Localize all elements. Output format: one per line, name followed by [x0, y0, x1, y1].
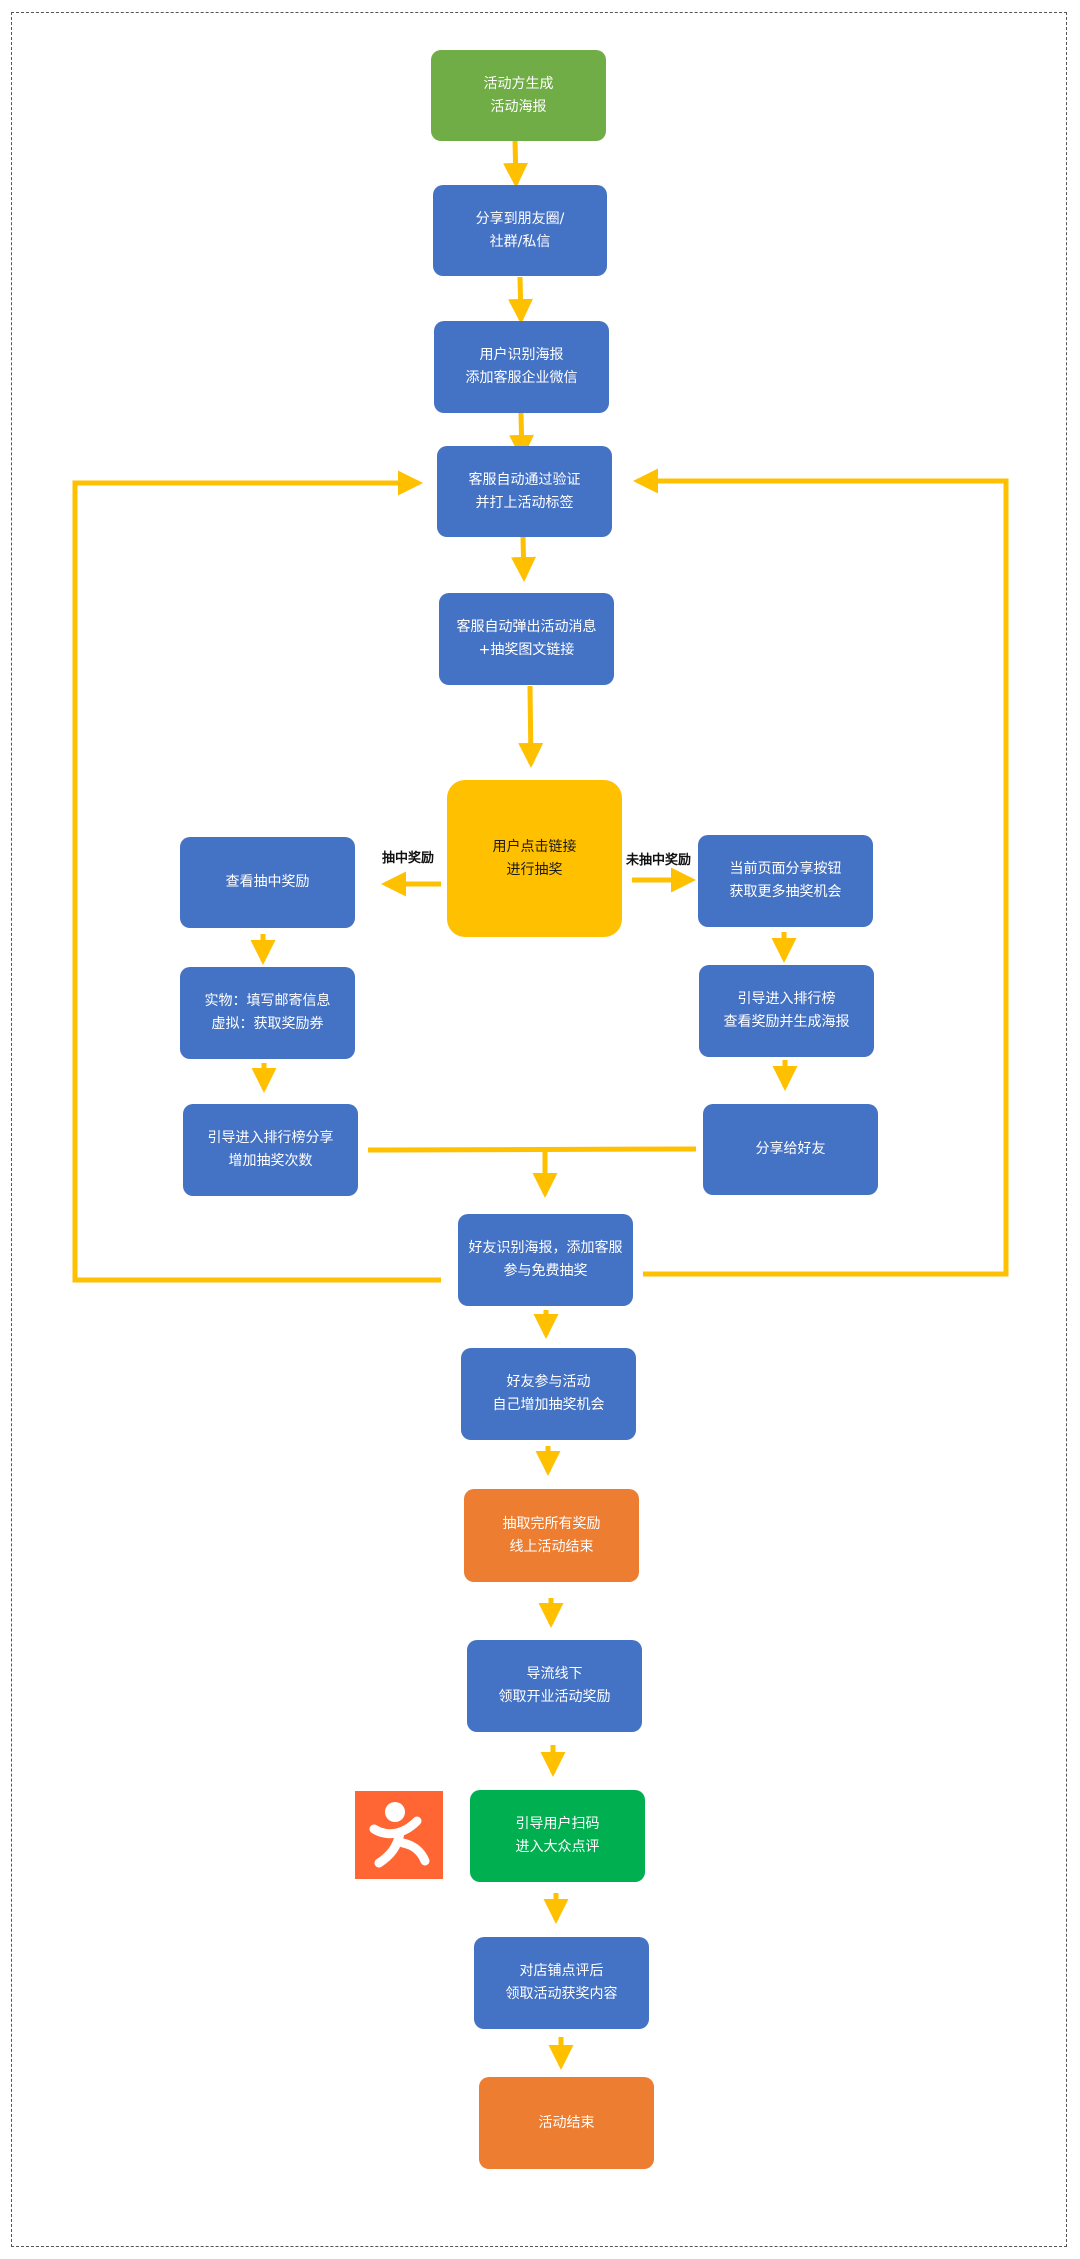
loop-right	[632, 468, 1009, 1277]
node-text: 领取活动获奖内容	[505, 1986, 618, 2002]
node-online-end: 抽取完所有奖励 线上活动结束	[464, 1489, 639, 1582]
node-end: 活动结束	[479, 2077, 654, 2169]
label-lose: 未抽中奖励	[626, 853, 692, 868]
node-text: 获取更多抽奖机会	[729, 884, 842, 900]
node-text: 客服自动通过验证	[468, 471, 581, 488]
node-share-btn: 当前页面分享按钮 获取更多抽奖机会	[698, 835, 873, 927]
node-text: 当前页面分享按钮	[729, 861, 842, 877]
node-text: 查看奖励并生成海报	[723, 1014, 850, 1030]
node-view-prize: 查看抽中奖励	[180, 837, 355, 928]
node-text: 参与免费抽奖	[503, 1263, 588, 1279]
node-text: 社群/私信	[489, 233, 551, 250]
node-text: 客服自动弹出活动消息	[456, 619, 597, 635]
node-claim: 实物：填写邮寄信息 虚拟：获取奖励券	[180, 967, 355, 1059]
node-text: 进入大众点评	[515, 1839, 600, 1855]
node-friend-join: 好友参与活动 自己增加抽奖机会	[461, 1348, 636, 1440]
node-text: 引导用户扫码	[515, 1816, 600, 1832]
node-text: 活动方生成	[483, 75, 554, 92]
node-text: 查看抽中奖励	[225, 874, 310, 890]
node-text: 抽取完所有奖励	[502, 1515, 601, 1532]
node-rank-share: 引导进入排行榜分享 增加抽奖次数	[183, 1104, 358, 1196]
node-text: 添加客服企业微信	[465, 370, 578, 386]
loop-left	[72, 470, 441, 1283]
node-text: 实物：填写邮寄信息	[204, 993, 331, 1009]
node-text: 用户识别海报	[479, 347, 564, 363]
node-text: 引导进入排行榜分享	[207, 1130, 334, 1146]
node-review-claim: 对店铺点评后 领取活动获奖内容	[474, 1937, 649, 2029]
merge-line	[367, 1146, 697, 1153]
node-share: 分享到朋友圈/ 社群/私信	[433, 185, 607, 276]
node-text: 对店铺点评后	[519, 1963, 604, 1979]
node-verify: 客服自动通过验证 并打上活动标签	[437, 446, 612, 537]
node-text: 线上活动结束	[509, 1538, 594, 1555]
node-text: 自己增加抽奖机会	[492, 1397, 605, 1413]
node-text: 活动海报	[490, 98, 547, 115]
node-text: 好友识别海报，添加客服	[468, 1240, 623, 1256]
node-text: 导流线下	[526, 1666, 583, 1682]
node-text: 领取开业活动奖励	[498, 1689, 611, 1705]
node-text: 分享给好友	[755, 1141, 826, 1157]
node-text: 用户点击链接	[492, 838, 577, 855]
node-poster: 活动方生成 活动海报	[431, 50, 606, 141]
node-offline: 导流线下 领取开业活动奖励	[467, 1640, 642, 1732]
node-scan: 用户识别海报 添加客服企业微信	[434, 321, 609, 413]
node-friend-scan: 好友识别海报，添加客服 参与免费抽奖	[458, 1214, 633, 1306]
node-text: 并打上活动标签	[475, 494, 574, 511]
node-popup: 客服自动弹出活动消息 +抽奖图文链接	[439, 593, 614, 685]
node-text: 引导进入排行榜	[737, 991, 836, 1007]
node-text: 进行抽奖	[506, 861, 563, 878]
arrow-share-scan	[508, 276, 534, 324]
dianping-logo-icon	[355, 1791, 443, 1879]
arrow-verify-popup	[510, 536, 536, 582]
label-win: 抽中奖励	[382, 851, 435, 866]
node-share-friend: 分享给好友	[703, 1104, 878, 1195]
node-rank-poster: 引导进入排行榜 查看奖励并生成海报	[699, 965, 874, 1057]
node-text: 增加抽奖次数	[228, 1153, 313, 1169]
node-text: 虚拟：获取奖励券	[211, 1016, 324, 1032]
node-review-scan: 引导用户扫码 进入大众点评	[470, 1790, 645, 1882]
node-text: 分享到朋友圈/	[475, 210, 565, 227]
diagram-frame	[11, 12, 1067, 2247]
node-draw: 用户点击链接 进行抽奖	[447, 780, 622, 937]
node-text: 活动结束	[538, 2114, 595, 2131]
arrow-poster-share	[503, 138, 529, 188]
arrow-popup-draw	[518, 685, 544, 768]
node-text: +抽奖图文链接	[478, 642, 575, 658]
node-text: 好友参与活动	[506, 1374, 591, 1390]
